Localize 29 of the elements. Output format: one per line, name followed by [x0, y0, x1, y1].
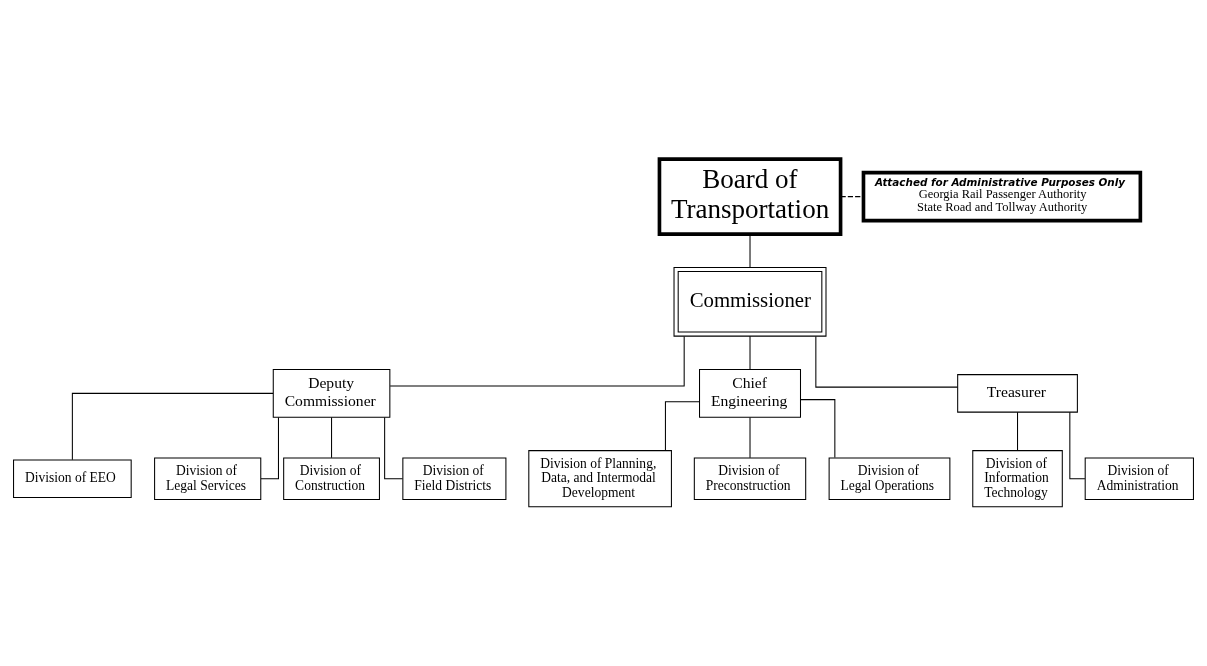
- node-box: Division of Planning, Data, and Intermodal Development: [528, 450, 672, 508]
- connector: [815, 335, 959, 388]
- node-box: Attached for Administrative Purposes Only Georgia Rail Passenger Authority State Road and Tollway Authority: [861, 170, 1143, 223]
- connector: [384, 417, 404, 480]
- connector: [749, 335, 751, 370]
- connector: [800, 399, 836, 459]
- connector: [331, 417, 333, 459]
- connector: [840, 196, 864, 198]
- connector: [749, 233, 751, 268]
- node-box: Division of Construction: [283, 457, 380, 501]
- connector: [71, 392, 274, 461]
- node-box: Division of Administration: [1084, 457, 1194, 501]
- node-box: Division of Legal Operations: [828, 457, 951, 501]
- node-box: Treasurer: [957, 374, 1078, 413]
- node-box: Division of Information Technology: [972, 450, 1063, 508]
- node-box: Division of Legal Services: [154, 457, 262, 501]
- node-box: Chief Engineering: [699, 368, 801, 418]
- node-box: Board of Transportation: [657, 157, 843, 236]
- connector: [260, 417, 279, 480]
- node-box: Deputy Commissioner: [272, 368, 391, 418]
- connector: [749, 417, 751, 459]
- node-box: Division of Field Districts: [402, 457, 507, 501]
- connector: [664, 401, 700, 451]
- node-box: Division of Preconstruction: [693, 457, 807, 501]
- connector: [389, 336, 685, 387]
- connector: [1017, 411, 1019, 451]
- node-box: Commissioner: [673, 266, 827, 337]
- connector: [1069, 411, 1086, 480]
- node-box: Division of EEO: [13, 459, 132, 498]
